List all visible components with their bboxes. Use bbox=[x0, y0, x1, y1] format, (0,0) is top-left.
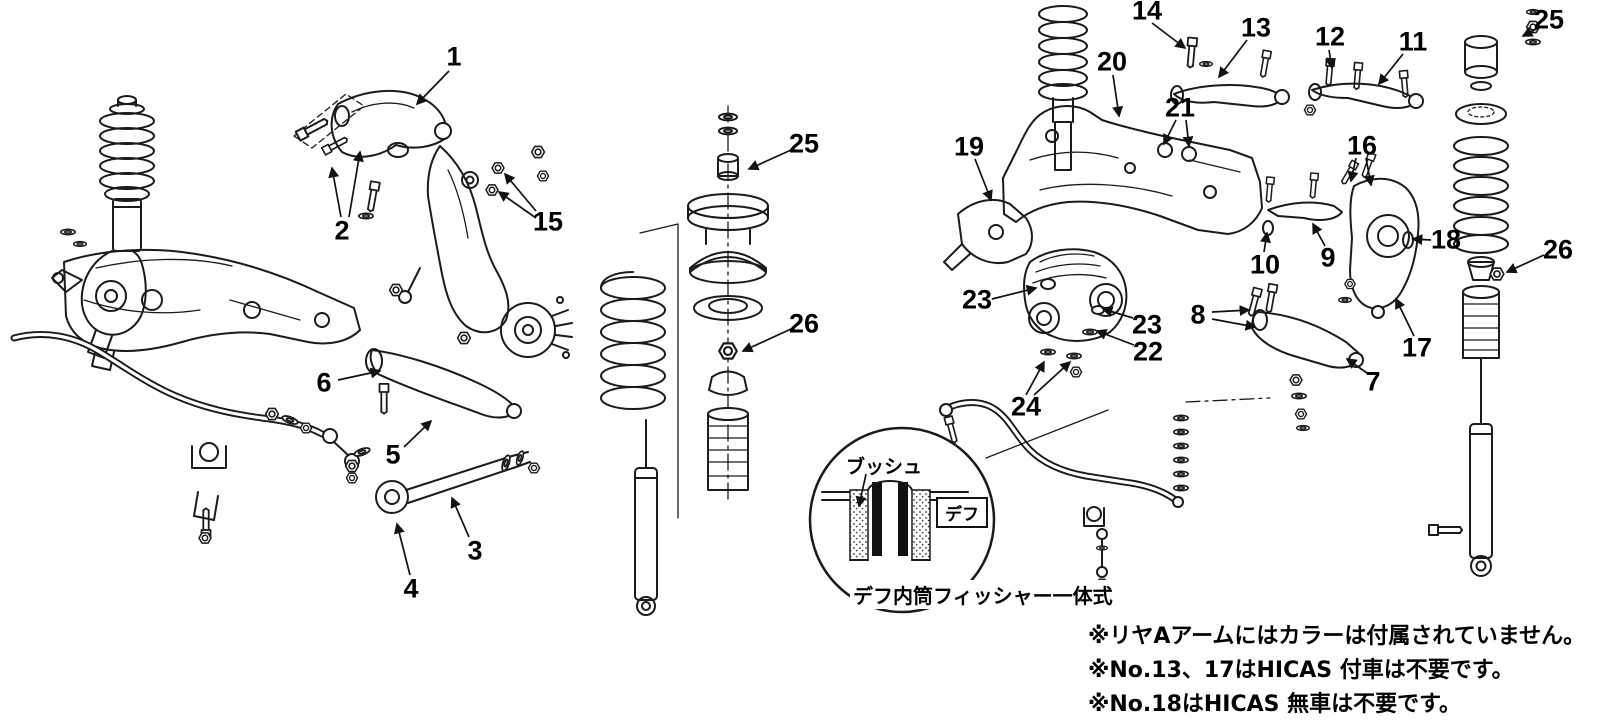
callout-25-right: 25 bbox=[1533, 4, 1565, 35]
callout-7: 7 bbox=[1365, 366, 1381, 397]
rear-subframe bbox=[943, 5, 1263, 271]
callout-arrows bbox=[328, 22, 1545, 576]
callout-23-left: 23 bbox=[961, 284, 993, 315]
callout-16: 16 bbox=[1346, 130, 1378, 161]
callout-24: 24 bbox=[1010, 391, 1042, 422]
callout-18: 18 bbox=[1430, 224, 1462, 255]
note-line: ※No.13、17はHICAS 付車は不要です。 bbox=[1088, 658, 1514, 683]
callout-15: 15 bbox=[532, 206, 564, 237]
callout-26-right: 26 bbox=[1542, 234, 1574, 265]
right-shock-exploded bbox=[1428, 8, 1541, 577]
callout-17: 17 bbox=[1401, 332, 1433, 363]
callout-2: 2 bbox=[334, 215, 350, 246]
callout-11: 11 bbox=[1398, 26, 1428, 57]
note-line: ※No.18はHICAS 無車は不要です。 bbox=[1088, 692, 1461, 717]
callout-3: 3 bbox=[467, 535, 483, 566]
callout-25-center: 25 bbox=[788, 128, 820, 159]
rear-lower-arm bbox=[1245, 282, 1364, 432]
inset-bushing-label: ブッシュ bbox=[846, 456, 923, 478]
callout-13: 13 bbox=[1240, 12, 1272, 43]
callout-12: 12 bbox=[1314, 21, 1346, 52]
front-tension-rod bbox=[375, 449, 541, 514]
note-line: ※リヤAアームにはカラーは付属されていません。 bbox=[1088, 624, 1586, 649]
callout-1: 1 bbox=[446, 41, 462, 72]
callout-8: 8 bbox=[1190, 299, 1206, 330]
callout-6: 6 bbox=[316, 367, 332, 398]
callout-23-right: 23 bbox=[1131, 309, 1163, 340]
callout-20: 20 bbox=[1096, 46, 1128, 77]
inset-diff-bushing-section bbox=[808, 426, 996, 614]
callout-10: 10 bbox=[1249, 249, 1281, 280]
callout-14: 14 bbox=[1131, 0, 1163, 26]
rear-knuckle bbox=[1337, 151, 1420, 319]
callout-4: 4 bbox=[403, 573, 419, 604]
callout-19: 19 bbox=[953, 131, 985, 162]
front-lower-arm bbox=[344, 348, 522, 473]
inset-diff-label: デフ bbox=[936, 497, 988, 528]
inset-caption: デフ内筒フィッシャー一体式 bbox=[850, 580, 1116, 609]
front-crossmember bbox=[63, 248, 361, 371]
callout-22: 22 bbox=[1132, 336, 1164, 367]
front-upper-arm bbox=[293, 89, 452, 220]
rear-upper-arms bbox=[1170, 36, 1424, 116]
front-knuckle-hub bbox=[388, 145, 573, 359]
callout-21: 21 bbox=[1164, 92, 1196, 123]
rear-sway-bar bbox=[939, 397, 1271, 590]
callout-9: 9 bbox=[1320, 242, 1336, 273]
center-shock-exploded bbox=[600, 105, 769, 616]
callout-26-center: 26 bbox=[788, 308, 820, 339]
front-sway-bar bbox=[10, 330, 360, 544]
callout-5: 5 bbox=[385, 439, 401, 470]
notes-block: ※リヤAアームにはカラーは付属されていません。 ※No.13、17はHICAS 付… bbox=[1088, 620, 1585, 722]
rear-small-arm bbox=[1262, 172, 1343, 236]
differential bbox=[1023, 248, 1128, 378]
